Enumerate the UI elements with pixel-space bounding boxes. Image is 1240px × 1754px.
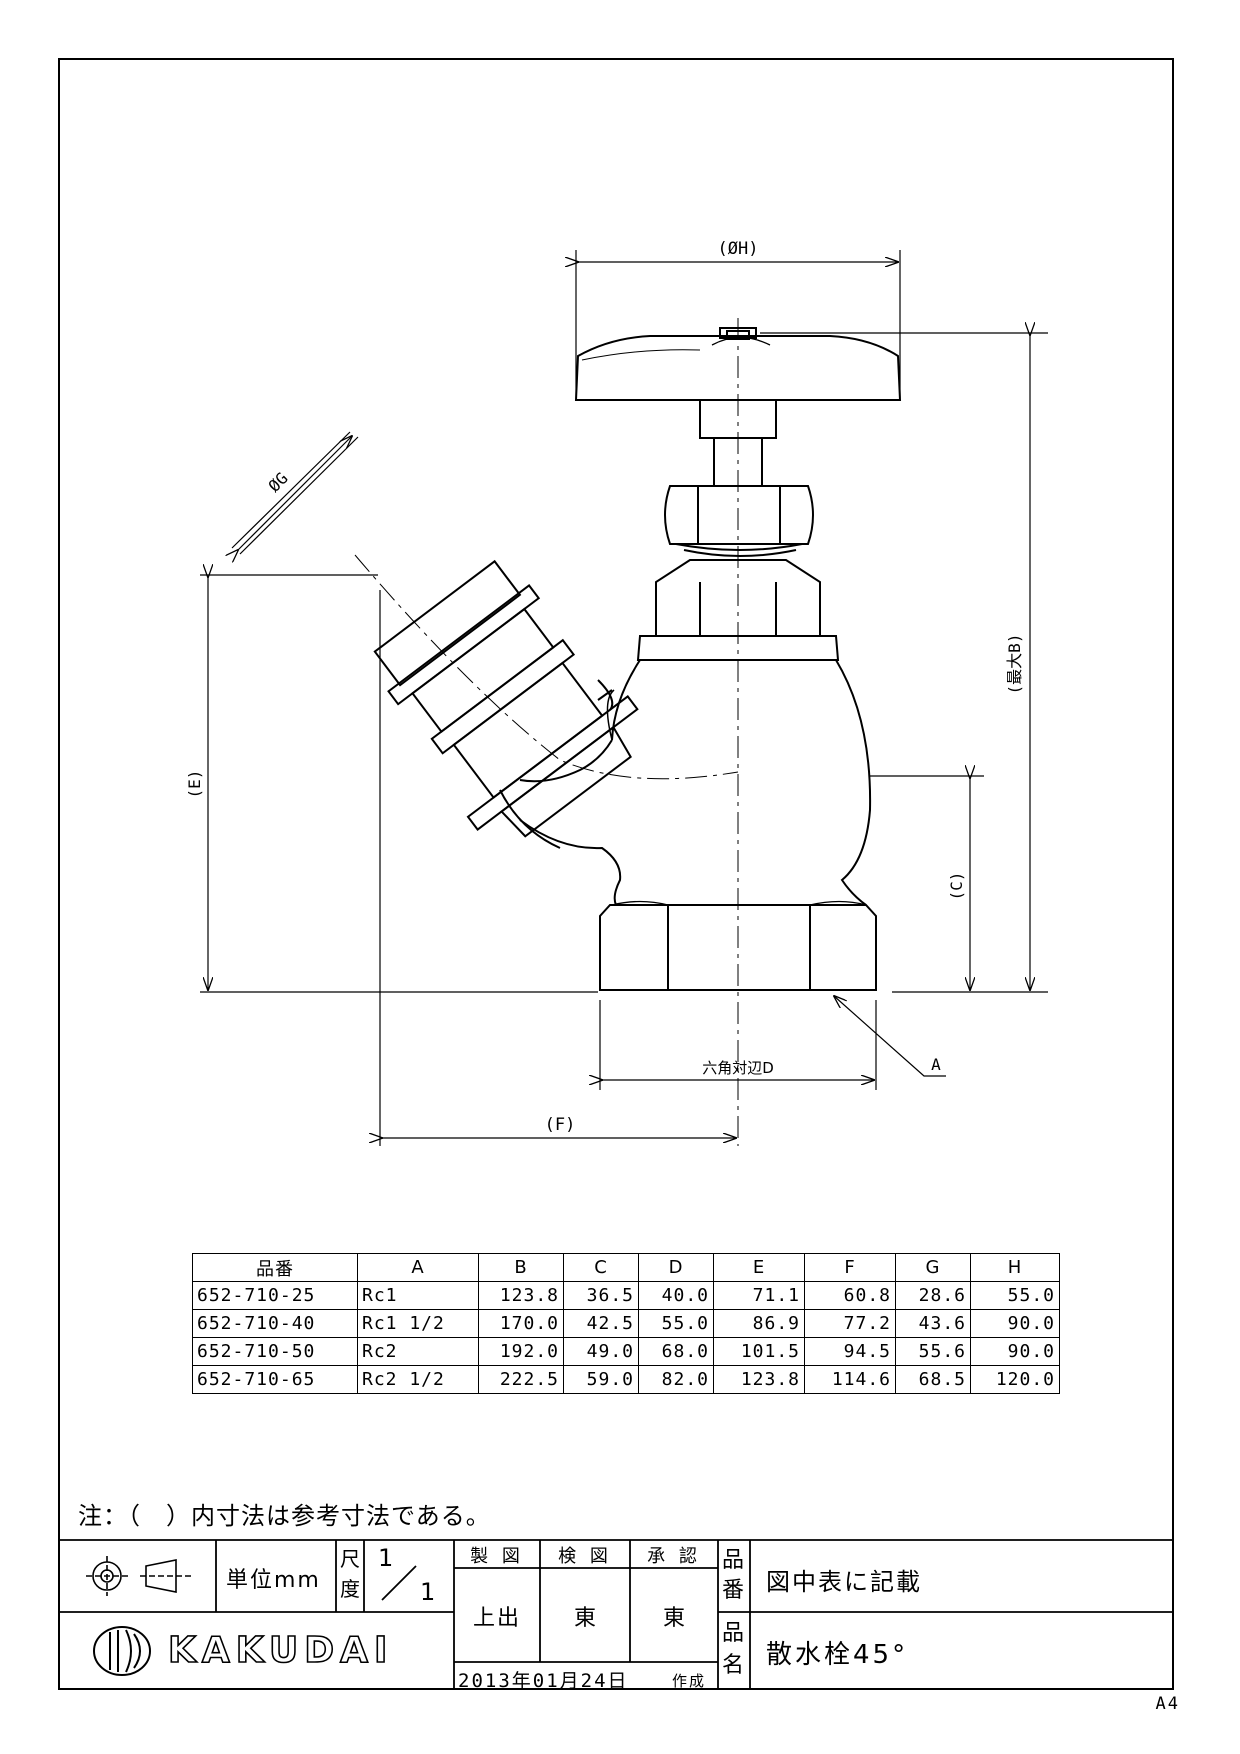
table-cell: 123.8: [713, 1365, 805, 1394]
col-header: G: [895, 1253, 971, 1282]
table-cell: 90.0: [970, 1309, 1060, 1338]
col-header: A: [357, 1253, 479, 1282]
col-header: F: [804, 1253, 896, 1282]
dimension-table: 品番 A B C D E F G H 652-710-25 Rc1 123.8 …: [192, 1253, 1060, 1394]
label-f: (F): [545, 1115, 576, 1135]
table-cell: 123.8: [478, 1281, 564, 1310]
table-cell: 43.6: [895, 1309, 971, 1338]
table-cell: 101.5: [713, 1337, 805, 1366]
label-dia-g: ØG: [265, 469, 292, 496]
label-max-b: (最大B): [1005, 634, 1024, 695]
col-header: D: [638, 1253, 714, 1282]
drawn-by: 上出: [472, 1606, 521, 1631]
col-header: H: [970, 1253, 1060, 1282]
label-c: (C): [947, 872, 966, 901]
approved-label: 承 認: [647, 1546, 701, 1567]
table-cell: 114.6: [804, 1365, 896, 1394]
table-cell: 94.5: [804, 1337, 896, 1366]
table-row: 652-710-65 Rc2 1/2 222.5 59.0 82.0 123.8…: [192, 1365, 1060, 1394]
checked-by: 東: [573, 1606, 596, 1631]
table-cell: 170.0: [478, 1309, 564, 1338]
table-cell: 652-710-50: [192, 1337, 358, 1366]
label-hex-d: 六角対辺D: [702, 1059, 774, 1077]
part-name-label: 品名: [722, 1621, 745, 1678]
table-cell: 55.6: [895, 1337, 971, 1366]
col-header: E: [713, 1253, 805, 1282]
title-block: [58, 1539, 1174, 1690]
table-cell: 222.5: [478, 1365, 564, 1394]
table-cell: Rc1: [357, 1281, 479, 1310]
drawing-frame: [58, 58, 1174, 1690]
table-cell: 86.9: [713, 1309, 805, 1338]
col-header: 品番: [192, 1253, 358, 1282]
table-cell: 652-710-65: [192, 1365, 358, 1394]
scale-label: 尺度: [340, 1547, 360, 1601]
created-label: 作成: [672, 1672, 707, 1690]
table-cell: 71.1: [713, 1281, 805, 1310]
company-name: KAKUDAI: [167, 1629, 394, 1672]
part-number-value: 図中表に記載: [766, 1568, 922, 1596]
table-header-row: 品番 A B C D E F G H: [192, 1253, 1060, 1282]
part-number-label: 品番: [722, 1548, 745, 1603]
table-cell: 40.0: [638, 1281, 714, 1310]
table-cell: 68.5: [895, 1365, 971, 1394]
part-name-value: 散水栓45°: [766, 1640, 909, 1670]
col-header: B: [478, 1253, 564, 1282]
table-cell: 60.8: [804, 1281, 896, 1310]
table-cell: 55.0: [970, 1281, 1060, 1310]
table-cell: 652-710-25: [192, 1281, 358, 1310]
approved-by: 東: [662, 1606, 685, 1631]
sheet-size: A4: [1155, 1694, 1180, 1714]
table-cell: 28.6: [895, 1281, 971, 1310]
table-cell: 652-710-40: [192, 1309, 358, 1338]
table-row: 652-710-25 Rc1 123.8 36.5 40.0 71.1 60.8…: [192, 1281, 1060, 1310]
table-cell: 90.0: [970, 1337, 1060, 1366]
label-a: A: [931, 1055, 941, 1074]
table-cell: 192.0: [478, 1337, 564, 1366]
table-cell: Rc2: [357, 1337, 479, 1366]
projection-symbol-icon: [86, 1556, 194, 1596]
table-cell: 49.0: [563, 1337, 639, 1366]
scale-numerator: 1: [378, 1544, 394, 1572]
table-cell: Rc2 1/2: [357, 1365, 479, 1394]
unit-label: 単位mm: [226, 1568, 321, 1593]
table-cell: 77.2: [804, 1309, 896, 1338]
drawn-label: 製 図: [470, 1546, 524, 1567]
scale-denominator: 1: [420, 1578, 436, 1606]
table-cell: 82.0: [638, 1365, 714, 1394]
table-row: 652-710-50 Rc2 192.0 49.0 68.0 101.5 94.…: [192, 1337, 1060, 1366]
table-cell: 59.0: [563, 1365, 639, 1394]
label-dia-h: (ØH): [718, 239, 759, 259]
table-cell: 120.0: [970, 1365, 1060, 1394]
table-row: 652-710-40 Rc1 1/2 170.0 42.5 55.0 86.9 …: [192, 1309, 1060, 1338]
valve-outline: [373, 327, 902, 991]
table-cell: 55.0: [638, 1309, 714, 1338]
kakudai-logo-icon: [93, 1626, 151, 1676]
col-header: C: [563, 1253, 639, 1282]
drawing-date: 2013年01月24日: [458, 1670, 629, 1692]
table-cell: 42.5: [563, 1309, 639, 1338]
table-cell: 36.5: [563, 1281, 639, 1310]
table-cell: 68.0: [638, 1337, 714, 1366]
reference-note: 注：（ ）内寸法は参考寸法である。: [78, 1502, 491, 1530]
valve-drawing: (ØH) ØG (最大B) (E) (C) 六角対辺D A (F): [185, 239, 1048, 1146]
checked-label: 検 図: [558, 1546, 612, 1567]
table-cell: Rc1 1/2: [357, 1309, 479, 1338]
label-e: (E): [185, 770, 204, 799]
